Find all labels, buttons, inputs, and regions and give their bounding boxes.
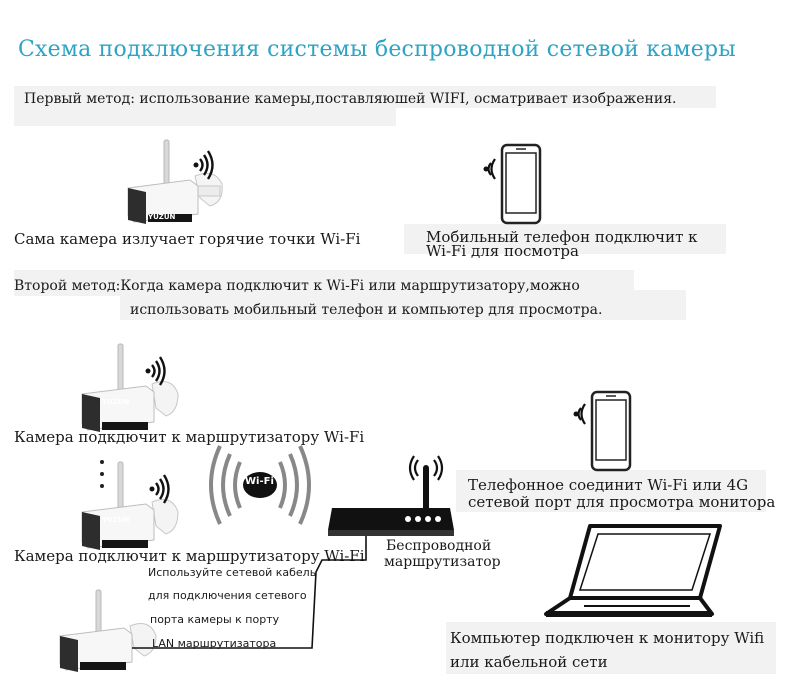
method2-camera1-caption: Камера подкдючит к маршрутизатору Wi-Fi [14, 428, 365, 446]
method2-heading-2: использовать мобильный телефон и компьют… [130, 302, 603, 318]
camera-icon [127, 139, 223, 224]
method2-camera2-caption: Камера подключит к маршрутизатору Wi-Fi [14, 547, 365, 565]
camera-icon [81, 461, 179, 550]
method1-phone-caption-1: Мобильный телефон подключит к [426, 228, 698, 246]
method2-phone-caption-2: сетевой порт для просмотра монитора [468, 493, 776, 511]
camera-brand: YUZUN [102, 398, 130, 406]
cable-note-1: Используйте сетевой кабель [148, 566, 317, 579]
wifi-waves-icon [209, 445, 311, 525]
method1-camera-caption: Сама камера излучает горячие точки Wi-Fi [14, 230, 361, 248]
method2-heading-1: Второй метод:Когда камера подключит к Wi… [14, 278, 580, 294]
router-label-1: Беспроводной [386, 538, 492, 554]
smartphone-icon [573, 390, 632, 472]
wifi-signal-icon [193, 150, 214, 180]
camera-brand: YUZUN [148, 213, 176, 221]
laptop-icon [544, 524, 722, 617]
camera-icon [59, 589, 157, 672]
router-label-2: маршрутизатор [384, 554, 501, 570]
laptop-caption-2: или кабельной сети [450, 653, 608, 671]
cable-note-3: порта камеры к порту [150, 613, 280, 626]
wifi-signal-icon [149, 474, 170, 504]
method2-phone-caption-1: Телефонное соединит Wi-Fi или 4G [468, 476, 749, 494]
page-title: Схема подключения системы беспроводной с… [18, 37, 737, 62]
wifi-badge: Wi-Fi [245, 476, 274, 487]
smartphone-icon [483, 143, 542, 225]
wifi-signal-icon [145, 356, 166, 386]
camera-icon [81, 343, 179, 432]
laptop-caption-1: Компьютер подключен к монитору Wifi [450, 629, 765, 647]
ellipsis-icon [100, 460, 104, 488]
cable-note-4: LAN маршрутизатора [152, 637, 277, 650]
method1-heading: Первый метод: использование камеры,поста… [24, 91, 677, 107]
router-icon [328, 455, 454, 536]
cable-note-2: для подключения сетевого [148, 589, 307, 602]
camera-brand: YUZUN [102, 516, 130, 524]
method1-phone-caption-2: Wi-Fi для посмотра [426, 242, 579, 260]
